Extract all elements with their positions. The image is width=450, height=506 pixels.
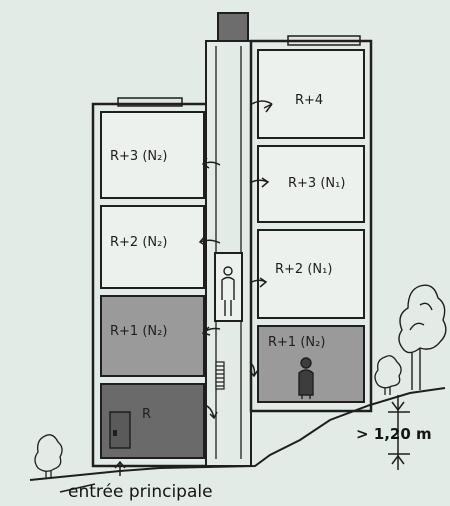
ground-line [29,387,446,481]
tree-left-icon [34,434,63,478]
left-room-label-0: R+3 (N₂) [110,149,167,164]
tree-small-right-icon [374,355,402,395]
left-room-label-2: R+1 (N₂) [110,324,167,339]
right-block-outline [249,39,373,413]
right-room-label-0: R+4 [295,93,323,108]
height-dimension-marker [388,395,410,470]
right-room-label-3: R+1 (N₂) [268,335,325,350]
left-room-0 [100,111,205,199]
entrance-label: entrée principale [68,482,213,502]
entrance-door-icon [109,411,131,449]
right-room-label-1: R+3 (N₁) [288,176,345,191]
lift-machine-room [217,12,249,44]
right-room-0 [257,49,365,139]
left-room-label-3: R [142,407,151,422]
right-room-label-2: R+2 (N₁) [275,262,332,277]
person-in-lift-icon [221,266,235,316]
right-room-1 [257,145,365,223]
tree-right-icon [398,284,447,390]
lift-counterweight [215,361,225,390]
right-room-2 [257,229,365,319]
ground-line-lower [59,483,96,493]
left-roof-parapet [117,97,183,107]
left-room-label-1: R+2 (N₂) [110,235,167,250]
entrance-arrow-icon [114,460,126,476]
left-room-1 [100,205,205,289]
lift-cabin [214,252,243,322]
dimension-label: > 1,20 m [356,425,432,443]
person-icon [298,357,314,399]
left-room-2 [100,295,205,377]
door-swing-arrows [198,100,273,420]
